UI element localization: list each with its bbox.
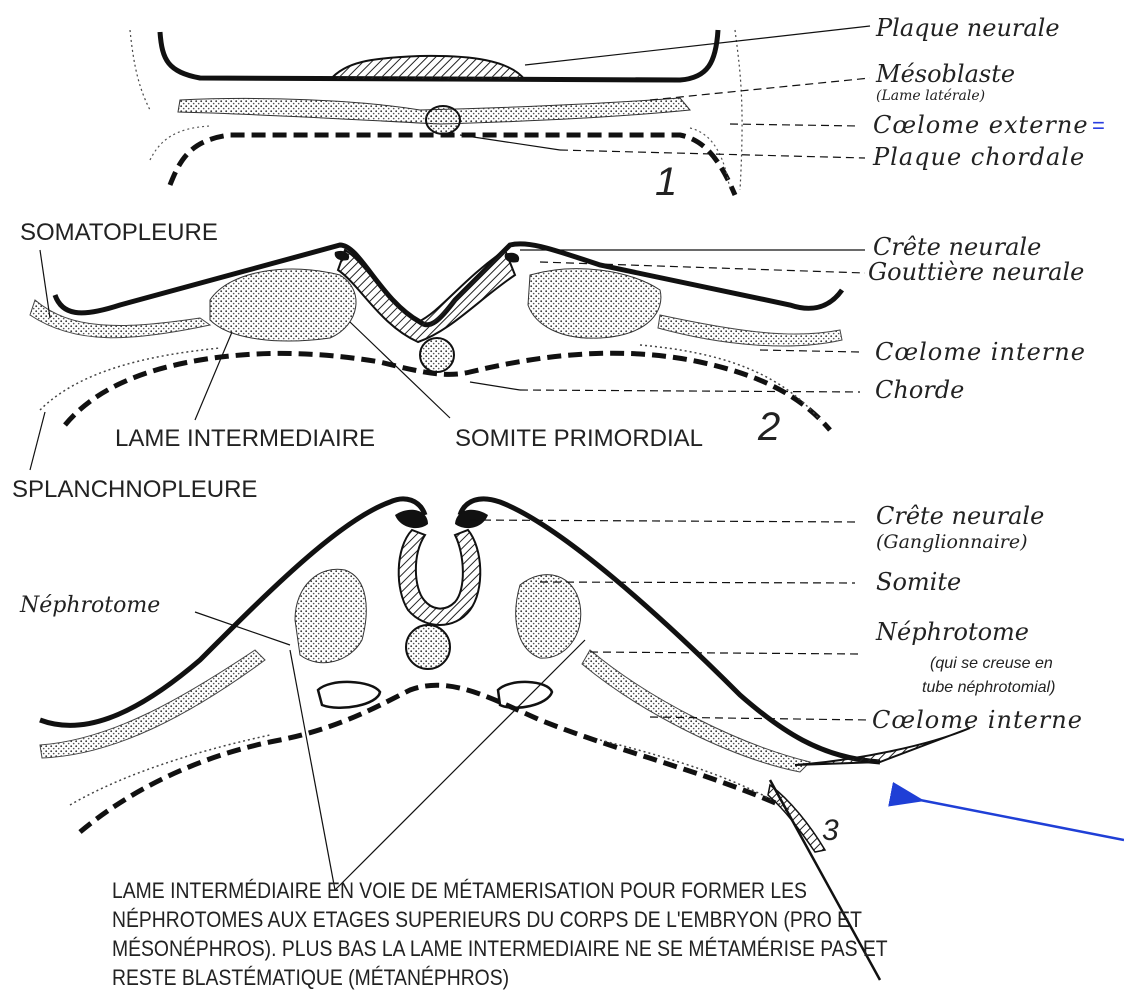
label-nephrotome-left: Néphrotome [19, 593, 160, 618]
stage-3-number: 3 [822, 814, 839, 847]
label-ganglionnaire: (Ganglionnaire) [876, 531, 1028, 553]
equals-marker: = [1092, 113, 1105, 138]
stage-1-leader-lines [460, 26, 870, 158]
label-lame-intermediaire: LAME INTERMEDIAIRE [115, 425, 375, 452]
label-gouttiere-neurale: Gouttière neurale [868, 258, 1084, 286]
stage-3-somatopleure-right [582, 650, 810, 772]
caption-line-2: NÉPHROTOMES AUX ETAGES SUPERIEURS DU COR… [112, 905, 938, 934]
caption-line-3: MÉSONÉPHROS). PLUS BAS LA LAME INTERMEDI… [112, 934, 938, 963]
annotation-arrow [920, 800, 1124, 840]
label-nephrotome-right: Néphrotome [875, 618, 1029, 646]
stage-1-number: 1 [655, 160, 677, 204]
label-nephrotome-note-1: (qui se creuse en [930, 655, 1053, 672]
label-coelome-externe: Cœlome externe [873, 111, 1089, 139]
label-crete-neurale-1: Crête neurale [873, 233, 1041, 261]
label-plaque-chordale: Plaque chordale [872, 143, 1085, 171]
label-lame-laterale: (Lame latérale) [876, 88, 985, 104]
label-nephrotome-note-2: tube néphrotomial) [922, 679, 1055, 696]
label-somatopleure: SOMATOPLEURE [20, 219, 218, 246]
label-plaque-neurale: Plaque neurale [875, 14, 1060, 42]
stage-2-somatopleure-right [658, 315, 842, 346]
label-mesoblaste: Mésoblaste [875, 60, 1015, 88]
caption-line-1: LAME INTERMÉDIAIRE EN VOIE DE MÉTAMERISA… [112, 876, 938, 905]
figure-caption: LAME INTERMÉDIAIRE EN VOIE DE MÉTAMERISA… [112, 876, 938, 992]
stage-3-somatopleure-left [40, 650, 265, 758]
stage-2-somite-left [210, 269, 356, 341]
stage-2-number: 2 [757, 405, 780, 449]
label-somite: Somite [876, 568, 961, 596]
stage-1-neural-plate [330, 56, 525, 80]
stage-2-section: 2 [30, 244, 842, 449]
stage-1-endoderm-dashed [170, 135, 735, 195]
stage-3-notochord [406, 625, 450, 669]
stage-3-nephrotome-right [498, 682, 552, 708]
label-coelome-interne-1: Cœlome interne [875, 338, 1086, 366]
stage-3-somite-right [516, 575, 581, 659]
label-coelome-interne-2: Cœlome interne [872, 706, 1083, 734]
caption-line-4: RESTE BLASTÉMATIQUE (MÉTANÉPHROS) [112, 963, 938, 992]
label-crete-neurale-2: Crête neurale [876, 502, 1044, 530]
stage-1-chordal-plate [426, 106, 460, 134]
stage-3-hatched-wedge-lower [768, 785, 825, 852]
label-somite-primordial: SOMITE PRIMORDIAL [455, 425, 703, 452]
stage-3-somite-left [295, 569, 366, 662]
label-splanchnopleure: SPLANCHNOPLEURE [12, 476, 257, 503]
stage-3-nephrotome-left [318, 682, 380, 708]
stage-2-notochord [420, 338, 454, 372]
stage-2-somite-right [528, 269, 661, 339]
stage-1-section: 1 [130, 30, 742, 204]
label-chorde: Chorde [875, 376, 964, 404]
stage-3-neural-tube [399, 530, 481, 625]
